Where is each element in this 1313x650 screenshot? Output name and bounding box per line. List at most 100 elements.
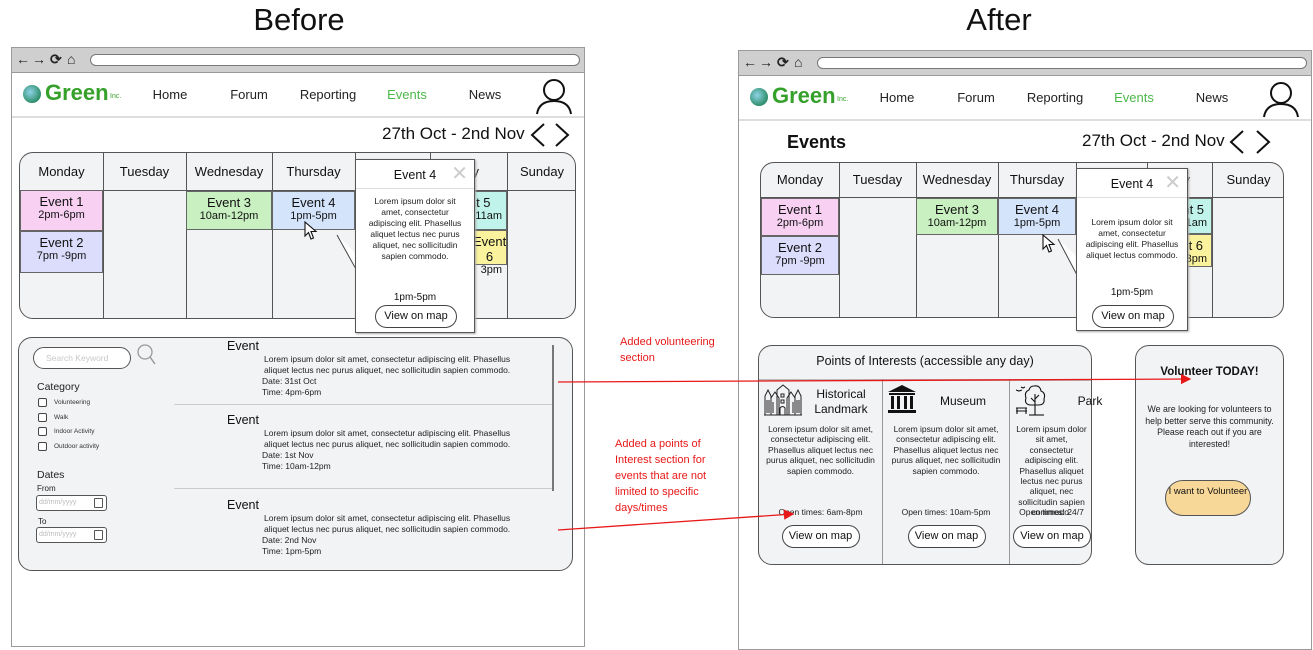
- event-time: 2pm-6pm: [38, 209, 85, 221]
- nav-news[interactable]: News: [1195, 90, 1229, 105]
- nav-events[interactable]: Events: [1114, 90, 1154, 105]
- day-header-sunday: Sunday: [1226, 172, 1271, 187]
- popup-title: Event 4: [1110, 177, 1154, 191]
- annotation-volunteer: Added volunteering section: [620, 336, 715, 364]
- forward-icon[interactable]: →: [759, 54, 773, 70]
- popup-time: 1pm-5pm: [1110, 287, 1154, 298]
- calendar-column-divider: [916, 163, 917, 317]
- event-list-time: Time: 1pm-5pm: [262, 546, 322, 556]
- view-on-map-button[interactable]: View on map: [1092, 305, 1174, 328]
- from-date-input[interactable]: dd/mm/yyyy: [36, 495, 107, 511]
- week-calendar: MondayTuesdayWednesdayThursdaydaySundayE…: [760, 162, 1284, 331]
- poi-open-times: Open times: 6am-8pm: [778, 507, 863, 517]
- event-title: Event 3: [206, 195, 252, 210]
- nav-forum[interactable]: Forum: [957, 90, 995, 105]
- address-bar[interactable]: [817, 57, 1307, 69]
- popup-description: Lorem ipsum dolor sit amet, consectetur …: [1085, 217, 1179, 260]
- event-title: Event 1: [777, 202, 823, 217]
- date-range: 27th Oct - 2nd Nov: [382, 124, 525, 143]
- day-header-thursday: Thursday: [1009, 172, 1065, 187]
- poi-name: Museum: [939, 394, 986, 408]
- prev-week-chevron-icon[interactable]: [1227, 129, 1247, 155]
- nav-home[interactable]: Home: [879, 90, 915, 105]
- list-scrollbar[interactable]: [552, 345, 554, 491]
- points-of-interest-panel: Points of Interests (accessible any day)…: [758, 345, 1102, 565]
- back-icon[interactable]: ←: [743, 54, 757, 70]
- category-checkbox[interactable]: [38, 427, 47, 436]
- reload-icon[interactable]: ⟳: [50, 51, 62, 67]
- nav-news[interactable]: News: [468, 87, 502, 102]
- view-on-map-button[interactable]: View on map: [1013, 525, 1091, 548]
- volunteer-button[interactable]: I want to Volunteer: [1165, 480, 1251, 516]
- view-on-map-button[interactable]: View on map: [375, 305, 457, 328]
- day-header-monday: Monday: [776, 172, 824, 187]
- event-title: Event 3: [934, 202, 980, 217]
- search-keyword-input[interactable]: Search Keyword: [33, 347, 131, 369]
- view-on-map-button[interactable]: View on map: [781, 525, 860, 548]
- poi-open-times: Open times: 24/7: [1019, 507, 1084, 517]
- poi-open-times: Open times: 10am-5pm: [901, 507, 991, 517]
- nav-reporting[interactable]: Reporting: [299, 87, 357, 102]
- category-checkbox[interactable]: [38, 412, 47, 422]
- calendar-header-row: [761, 197, 1283, 198]
- address-bar[interactable]: [90, 54, 580, 66]
- event-time: -3pm: [1181, 253, 1207, 265]
- prev-week-chevron-icon[interactable]: [528, 122, 548, 148]
- nav-forum[interactable]: Forum: [230, 87, 268, 102]
- calendar-icon[interactable]: [94, 530, 103, 540]
- event-time: 1pm-5pm: [290, 210, 337, 222]
- search-icon[interactable]: [137, 344, 157, 371]
- to-date-input[interactable]: dd/mm/yyyy: [36, 527, 107, 543]
- event-list-title: Event: [227, 498, 259, 512]
- back-icon[interactable]: ←: [16, 51, 30, 67]
- nav-home[interactable]: Home: [152, 87, 188, 102]
- date-range: 27th Oct - 2nd Nov: [1082, 131, 1225, 150]
- event-time: 10am-12pm: [199, 210, 259, 222]
- from-label: From: [37, 484, 56, 493]
- event-list-description: Lorem ipsum dolor sit amet, consectetur …: [264, 428, 511, 449]
- nav-reporting[interactable]: Reporting: [1026, 90, 1084, 105]
- volunteer-panel: Volunteer TODAY!We are looking for volun…: [1135, 345, 1284, 565]
- list-divider: [174, 488, 552, 489]
- category-checkbox[interactable]: [38, 398, 47, 407]
- next-week-chevron-icon[interactable]: [1253, 129, 1273, 155]
- view-on-map-button[interactable]: View on map: [907, 525, 986, 548]
- logo-name: Green: [772, 83, 836, 108]
- nav-events[interactable]: Events: [387, 87, 427, 102]
- home-icon[interactable]: ⌂: [67, 51, 76, 67]
- close-icon[interactable]: ✕: [451, 163, 468, 185]
- museum-icon: [887, 384, 917, 419]
- calendar-column-divider: [1212, 163, 1213, 317]
- user-avatar-icon[interactable]: [1261, 80, 1301, 118]
- close-icon[interactable]: ✕: [1164, 172, 1181, 194]
- category-checkbox[interactable]: [38, 441, 47, 451]
- forward-icon[interactable]: →: [32, 51, 46, 67]
- day-header-sunday: Sunday: [519, 163, 565, 179]
- reload-icon[interactable]: ⟳: [777, 54, 789, 70]
- user-avatar-icon[interactable]: [534, 77, 574, 115]
- event-time: 7pm -9pm: [36, 250, 87, 262]
- popup-description: Lorem ipsum dolor sit amet, consectetur …: [368, 196, 462, 261]
- event-list-title: Event: [227, 413, 259, 427]
- calendar-column-divider: [186, 153, 187, 318]
- next-week-chevron-icon[interactable]: [552, 122, 572, 148]
- landmark-icon: [763, 384, 803, 421]
- home-icon[interactable]: ⌂: [794, 54, 803, 70]
- day-header-wednesday: Wednesday: [922, 172, 992, 187]
- calendar-icon[interactable]: [94, 498, 103, 508]
